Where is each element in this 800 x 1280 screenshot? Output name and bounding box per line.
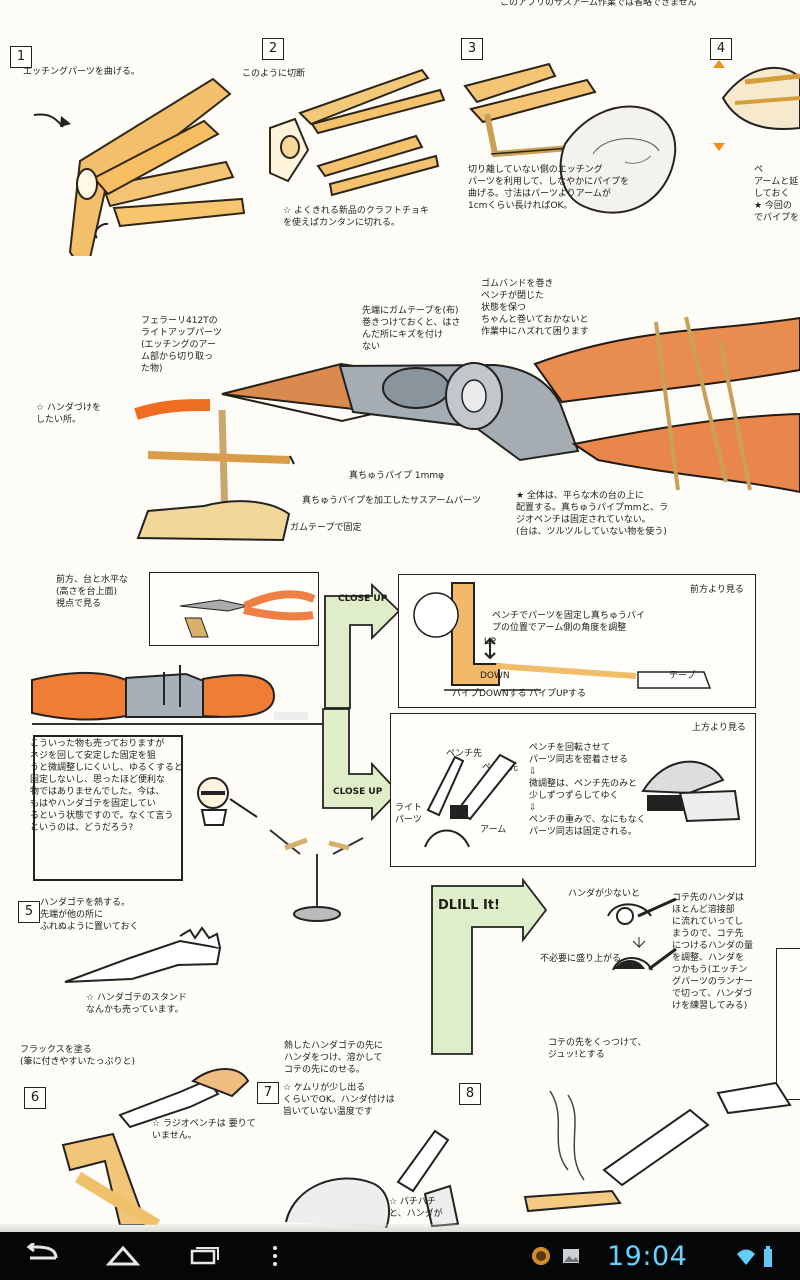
pipe-bending-illustration [463,62,677,214]
step-1-text: エッチングパーツを曲げる。 [23,67,140,77]
down-label: DOWN [480,671,510,681]
radio-pliers-note: ☆ ラジオペンチは 要りて いません。 [152,1119,256,1141]
front-view-diagram [413,582,712,691]
author-caricature [197,777,258,826]
gum-tape-label: ガムテープで固定 [290,523,362,533]
step-7-tip: ☆ ケムリが少し出る くらいでOK。ハンダ付けは 旨いていない温度です [283,1083,395,1117]
commentary-bubble [33,735,183,881]
soldering-stand-note: ☆ ハンダゴテのスタンド なんかも売っています。 [86,993,187,1015]
close-up-label-b: CLOSE UP [333,787,383,797]
close-up-arrow-a [324,582,401,709]
step-1-number: 1 [10,46,32,68]
step-4-illustration [713,60,800,151]
step-7-number: 7 [257,1082,279,1104]
front-box-title: 前方より見る [690,585,744,595]
cut-off-panel [776,948,800,1100]
drill-it-arrow [431,878,548,1055]
back-button[interactable] [22,1241,64,1269]
notification-icon [531,1246,551,1266]
wifi-icon [735,1246,755,1266]
top-view-diagram [424,753,741,848]
step-8-star-note: ☆ パチパチ と、ハンダが [389,1197,443,1219]
helping-hands-stand [269,829,364,922]
close-up-arrow-b [322,708,400,822]
pipe-down-label: パイプDOWNする [452,689,527,699]
kote-note: コテ先のハンダは ほとんど溶接部 に流れていってし まうので、コテ先 につけるハ… [672,893,754,1011]
whole-setup-note: ★ 全体は、平らな木の台の上に 配置する。真ちゅうパイプmmと、ラ ジオペンチは… [516,491,669,537]
recent-apps-button[interactable] [182,1243,224,1269]
pinch-tip-note: 先端にガムテープを(布) 巻きつけておくと、はさ んだ所にキズを付け ない [362,306,461,352]
drill-it-label: DLILL It! [438,898,500,913]
home-button[interactable] [102,1243,144,1269]
rubber-band-note: ゴムバンドを巻き ペンチが閉じた 状態を保つ ちゃんと巻いておかないと 作業中に… [481,279,589,337]
solder-bead-diagrams [607,897,677,971]
step-2-tip: ☆ よくきれる新品のクラフトチョキ を使えばカンタンに切れる。 [283,206,429,228]
step-2-text: このように切断 [242,69,306,79]
status-area: 19:04 [525,1241,785,1272]
step-7-illustration [285,1129,460,1228]
solder-much-note: 不必要に盛り上がる [540,954,622,964]
step-3-description: 切り離していない側のエッチング パーツを利用して、しなやかにパイプを 曲げる。寸… [468,165,630,211]
front-box-description: ペンチでパーツを固定し真ちゅうパイ プの位置でアーム側の角度を調整 [492,611,645,633]
pipe-part-label: 真ちゅうパイプを加工したサスアームパーツ [302,496,481,506]
android-system-bar: 19:04 [0,1232,800,1280]
ferrari-part-note: フェラーリ412Tの ライトアップパーツ (エッチングのアー ム部から切り取っ … [141,316,222,374]
step-7-text: 熱したハンダゴテの先に ハンダをつけ、溶かして コテの先にのせる。 [284,1041,384,1075]
flux-brush-illustration [61,1068,250,1225]
step-8-tip: コテの先をくっつけて、 ジュッ!とする [548,1038,647,1060]
light-parts-label: ライト パーツ [395,803,423,825]
tape-label: テープ [669,671,696,681]
step-6-number: 6 [24,1087,46,1109]
top-note: このアプリのサスアーム作業では省略できません [500,0,697,8]
battery-icon [762,1246,774,1267]
front-view-note: 前方、台と水平な (高さを台上面) 視点で見る [56,575,129,609]
step-4-description: ペ アームと延 しておく ★ 今回の でパイプを [754,165,800,223]
step-4-number: 4 [710,38,732,60]
step-5-number: 5 [18,901,40,923]
front-pliers-profile [31,665,334,725]
step-2-number: 2 [262,38,284,60]
image-notification-icon [561,1246,581,1266]
scanned-manual-page: このアプリのサスアーム作業では省略できません 1 エッチングパーツを曲げる。 2… [0,0,800,1232]
pen-tip-label-a: ペンチ先 [446,749,483,759]
bend-etching-illustration [33,77,246,256]
rotate-description: ペンチを回転させて パーツ同志を密着させる ⇩ 微調整は、ペンチ先のみと 少しず… [529,743,646,837]
soldering-iron-illustration [64,926,222,983]
up-label: UP [484,637,497,647]
step-5-text: ハンダゴテを熱する。 先端が他の所に ふれぬように置いておく [40,898,139,932]
step-8-soldering-illustration [523,1081,792,1213]
solder-location-note: ☆ ハンダづけを したい所。 [36,403,101,425]
stand-commentary: こういった物も売っておりますが ネジを回して安定した固定を狙 うと微調整しにくい… [30,739,183,833]
page-bottom-shadow [0,1224,800,1232]
brass-pipe-label: 真ちゅうパイプ 1mmφ [349,471,445,481]
step-6-text: フラックスを塗る (筆に付きやすいたっぷりと) [20,1045,136,1067]
cut-etching-illustration [269,68,446,197]
step-3-number: 3 [461,38,483,60]
pliers-setup-illustration [134,316,800,542]
solder-small-note: ハンダが少ないと [568,889,641,899]
step-8-number: 8 [459,1083,481,1105]
top-box-title: 上方より見る [692,723,746,733]
close-up-label-a: CLOSE UP [338,594,388,604]
pipe-up-label: パイプUPする [529,689,587,699]
clock-time: 19:04 [607,1241,688,1272]
small-pliers-view [149,572,319,646]
menu-dots-button[interactable] [262,1243,288,1269]
arm-label: アーム [480,825,507,835]
